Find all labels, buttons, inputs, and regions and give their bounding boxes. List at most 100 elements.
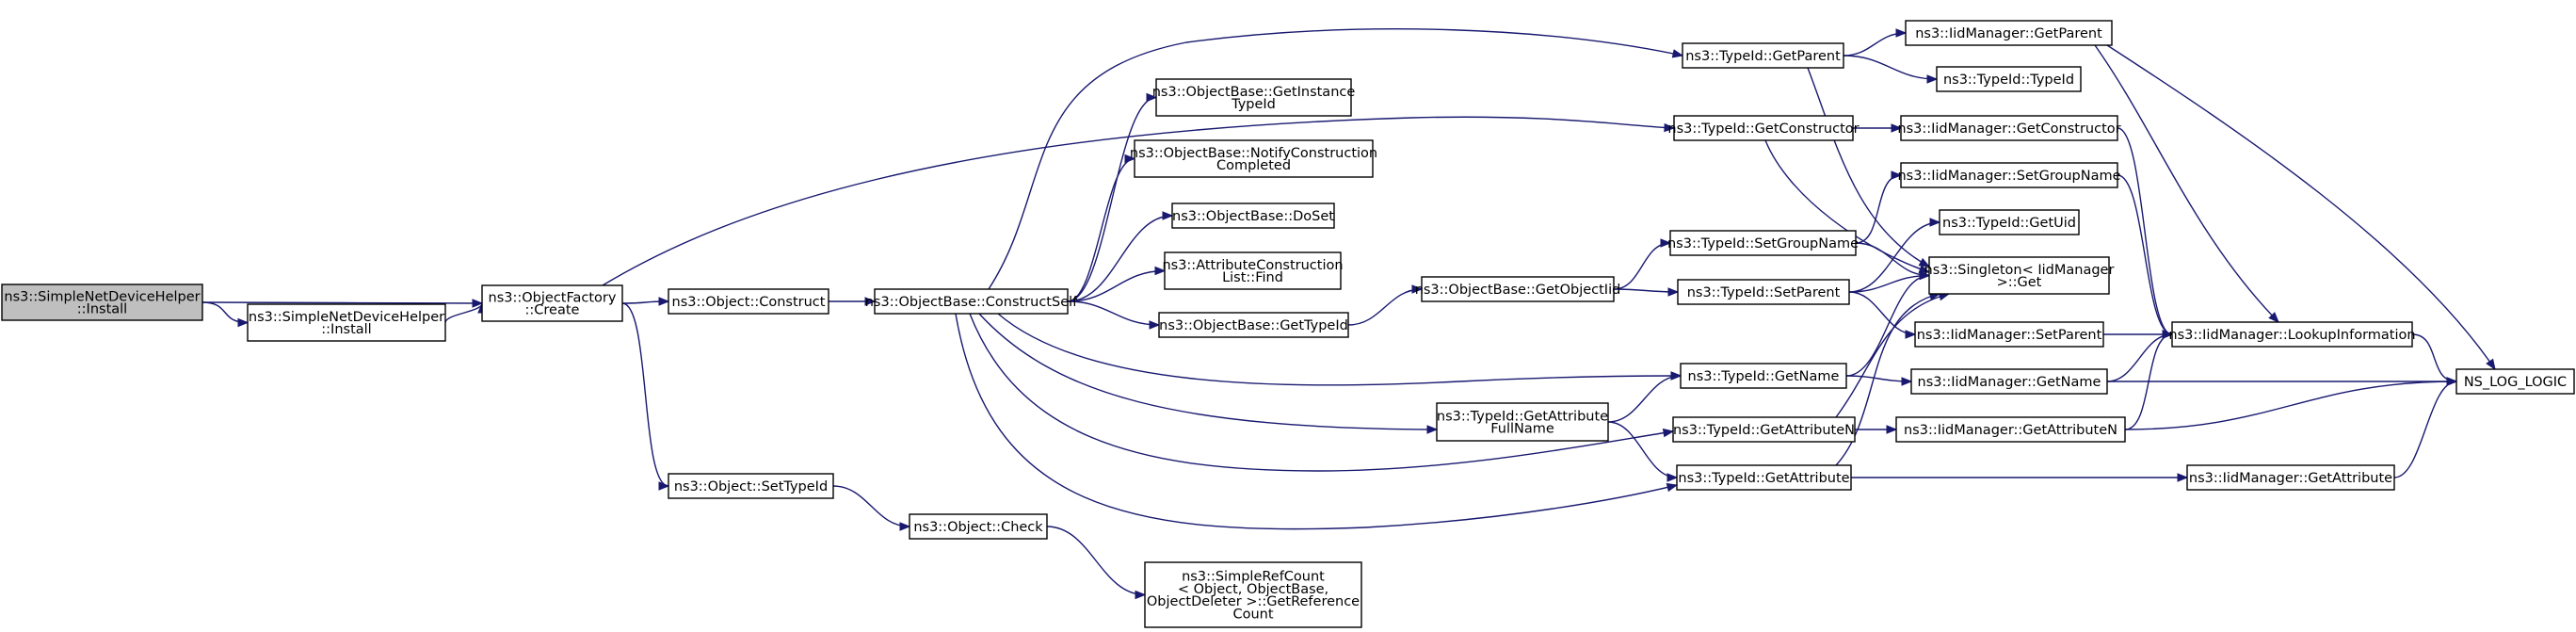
node-object-check[interactable]: ns3::Object::Check (909, 513, 1048, 540)
call-edge-arrowhead (2268, 312, 2279, 323)
call-edge (2117, 174, 2174, 339)
node-box (668, 473, 834, 499)
call-edge-arrowhead (1162, 211, 1174, 220)
node-typeid-getattribute[interactable]: ns3::TypeId::GetAttribute (1676, 464, 1852, 491)
node-objectbase-constructself[interactable]: ns3::ObjectBase::ConstructSelf (865, 288, 1078, 315)
node-typeid-getattributen[interactable]: ns3::TypeId::GetAttributeN (1672, 416, 1856, 443)
call-edge (2393, 377, 2458, 478)
call-edge (1607, 421, 1679, 482)
node-box (1155, 78, 1352, 117)
call-edge (1067, 211, 1174, 302)
call-edge-line (978, 313, 1438, 430)
node-label: ns3::TypeId::SetParent (1687, 285, 1841, 300)
call-edge-line (2106, 44, 2496, 370)
node-label: ns3::TypeId::GetAttribute (1437, 409, 1608, 424)
node-sndh-install-b[interactable]: ns3::SimpleNetDeviceHelper::Install (247, 303, 446, 342)
call-edge-arrowhead (1411, 284, 1424, 294)
call-edge-arrowhead (1660, 238, 1672, 248)
call-edge (978, 313, 1439, 434)
node-label: Completed (1216, 158, 1291, 173)
node-label: ns3::TypeId::GetParent (1685, 49, 1841, 64)
node-label: ::Install (77, 302, 127, 317)
node-label: ns3::SimpleNetDeviceHelper (4, 289, 200, 304)
node-typeid-setgroupname[interactable]: ns3::TypeId::SetGroupName (1667, 230, 1859, 256)
node-typeid-getuid[interactable]: ns3::TypeId::GetUid (1939, 209, 2080, 235)
node-iidmanager-getparent[interactable]: ns3::IidManager::GetParent (1905, 20, 2113, 46)
node-box (1158, 312, 1349, 338)
node-object-settypeid[interactable]: ns3::Object::SetTypeId (668, 473, 834, 499)
node-objectbase-getobjectiid[interactable]: ns3::ObjectBase::GetObjectIid (1415, 276, 1621, 302)
node-label: ::Install (321, 322, 371, 337)
node-iidmanager-setgroupname[interactable]: ns3::IidManager::SetGroupName (1897, 162, 2121, 188)
node-ns-log-logic[interactable]: NS_LOG_LOGIC (2455, 368, 2575, 395)
call-edge-line (1067, 96, 1157, 302)
node-label: ns3::ObjectFactory (489, 290, 617, 305)
call-edge-arrowhead (1664, 122, 1676, 133)
call-edge-arrowhead (1667, 287, 1680, 297)
call-edge-line (997, 313, 1682, 386)
call-edge (621, 302, 670, 491)
node-label: ns3::ObjectBase::ConstructSelf (865, 295, 1078, 310)
call-edge-arrowhead (2486, 358, 2496, 371)
call-edge (1853, 123, 1903, 133)
node-iidmanager-getconstructor[interactable]: ns3::IidManager::GetConstructor (1897, 115, 2121, 141)
node-box (1421, 276, 1615, 302)
node-iidmanager-lookupinformation[interactable]: ns3::IidManager::LookupInformation (2168, 321, 2416, 348)
call-edge (1848, 270, 1931, 293)
call-edge-arrowhead (1426, 425, 1439, 434)
node-objectbase-doset[interactable]: ns3::ObjectBase::DoSet (1171, 203, 1335, 229)
node-objfactory-create[interactable]: ns3::ObjectFactory::Create (481, 284, 623, 322)
call-graph-nodes: ns3::SimpleNetDeviceHelper::Installns3::… (1, 20, 2575, 628)
node-label: ns3::TypeId::GetAttribute (1678, 471, 1849, 486)
call-edge (1848, 291, 1917, 339)
node-iidmanager-setparent[interactable]: ns3::IidManager::SetParent (1914, 321, 2104, 348)
call-graph-edges (201, 28, 2496, 600)
node-simplerefcount-getrefcount[interactable]: ns3::SimpleRefCount< Object, ObjectBase,… (1144, 561, 1362, 628)
call-edge-arrowhead (658, 481, 670, 491)
node-object-construct[interactable]: ns3::Object::Construct (668, 288, 829, 315)
node-iidmanager-getattributen[interactable]: ns3::IidManager::GetAttributeN (1895, 416, 2126, 443)
call-edge (2094, 44, 2279, 323)
call-edge (444, 301, 487, 323)
node-singleton-get[interactable]: ns3::Singleton< IidManager>::Get (1924, 256, 2115, 295)
node-typeid-setparent[interactable]: ns3::TypeId::SetParent (1677, 279, 1850, 305)
call-edge-line (444, 302, 483, 323)
call-edge-arrowhead (1918, 265, 1931, 274)
node-label: ns3::Object::SetTypeId (674, 479, 828, 494)
node-typeid-getname[interactable]: ns3::TypeId::GetName (1680, 363, 1847, 389)
call-edge (1851, 473, 2189, 482)
call-edge-line (1848, 274, 1930, 293)
call-edge-line (1347, 288, 1423, 326)
call-edge-arrowhead (2177, 473, 2189, 482)
node-iidmanager-getattribute[interactable]: ns3::IidManager::GetAttribute (2186, 464, 2395, 491)
node-objectbase-notifyconstruction[interactable]: ns3::ObjectBase::NotifyConstructionCompl… (1130, 139, 1377, 178)
node-box (1436, 402, 1609, 442)
node-box (2455, 368, 2575, 395)
call-edge-arrowhead (1124, 154, 1136, 164)
node-box (1144, 561, 1362, 628)
node-typeid-getparent[interactable]: ns3::TypeId::GetParent (1682, 42, 1844, 69)
call-edge-line (2124, 381, 2457, 430)
call-edge-line (988, 28, 1683, 290)
call-edge-arrowhead (1135, 590, 1147, 600)
node-label: ns3::SimpleRefCount (1182, 570, 1325, 585)
call-edge (955, 313, 1679, 530)
call-edge (1835, 292, 1951, 418)
node-objectbase-gettypeid[interactable]: ns3::ObjectBase::GetTypeId (1158, 312, 1349, 338)
call-edge (832, 485, 911, 531)
call-edge-line (1843, 55, 1938, 80)
node-iidmanager-getname[interactable]: ns3::IidManager::GetName (1910, 368, 2108, 395)
call-edge (969, 313, 1675, 472)
node-sndh-install-a: ns3::SimpleNetDeviceHelper::Install (1, 284, 203, 321)
call-edge-arrowhead (1905, 330, 1917, 339)
node-typeid-typeid[interactable]: ns3::TypeId::TypeId (1936, 66, 2082, 92)
call-edge-line (1067, 215, 1173, 302)
node-box (1914, 321, 2104, 348)
call-edge (1855, 425, 1898, 434)
node-typeid-getconstructor[interactable]: ns3::TypeId::GetConstructor (1667, 115, 1860, 141)
call-edge-arrowhead (1901, 377, 1913, 386)
